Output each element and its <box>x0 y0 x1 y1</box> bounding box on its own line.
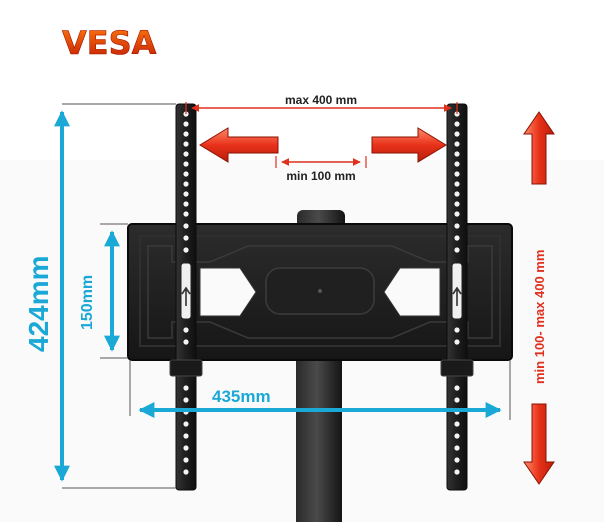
min-width-dimension <box>275 156 367 168</box>
total-height-label: 424mm <box>23 255 54 352</box>
up-red-arrow-icon <box>523 111 555 185</box>
bracket-height-dimension <box>100 223 128 359</box>
down-red-arrow-icon <box>523 403 555 485</box>
vertical-range-label: min 100- max 400 mm <box>532 250 547 384</box>
left-vesa-rail <box>169 103 203 491</box>
vesa-title: VESA <box>62 24 157 62</box>
bracket-width-dimension <box>129 360 511 420</box>
max-width-dimension <box>185 102 458 114</box>
pole <box>296 345 342 522</box>
max-width-label: max 400 mm <box>285 93 357 107</box>
right-vesa-rail <box>440 103 474 491</box>
bracket-width-label: 435mm <box>212 387 271 406</box>
right-red-arrow-icon <box>371 127 447 163</box>
left-red-arrow-icon <box>199 127 279 163</box>
min-width-label: min 100 mm <box>286 169 355 183</box>
bracket-height-label: 150mm <box>79 275 96 330</box>
total-height-dimension <box>54 103 176 489</box>
